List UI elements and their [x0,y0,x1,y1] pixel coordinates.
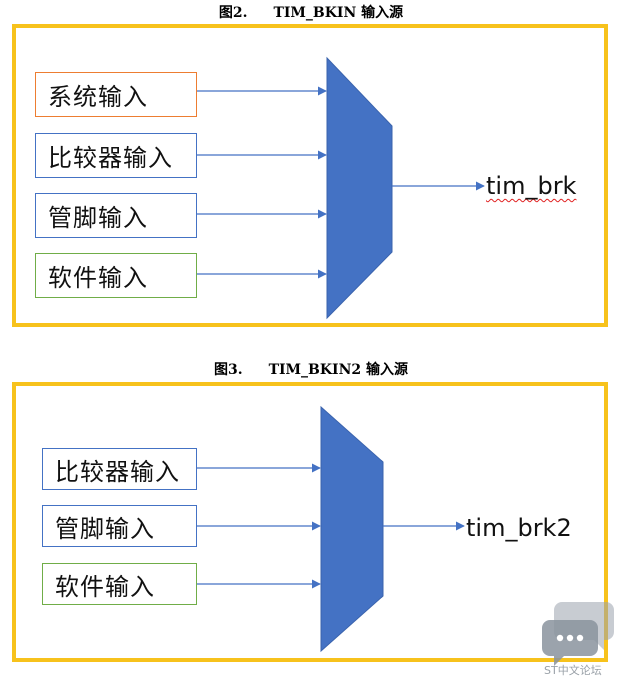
figure3-frame [12,382,608,662]
figure3-caption: 图3. TIM_BKIN2 输入源 [0,360,622,380]
figure2-output-label: tim_brk [486,172,576,200]
figure2-mux [326,56,393,320]
figure3-output-label: tim_brk2 [466,514,572,542]
figure2-input-label: 系统输入 [48,83,148,111]
figure2-input-comparator: 比较器输入 [35,133,197,178]
figure2-input-label: 软件输入 [48,264,148,292]
figure2-caption: 图2. TIM_BKIN 输入源 [0,3,622,23]
figure2-input-label: 管脚输入 [48,204,148,232]
watermark-text: ST中文论坛 [544,664,602,677]
figure3-input-label: 比较器输入 [55,457,180,486]
figure3-input-pin: 管脚输入 [42,505,197,547]
figure3-input-label: 软件输入 [55,572,155,601]
figure3-output-text: tim_brk2 [466,514,572,542]
figure3-input-software: 软件输入 [42,563,197,605]
figure3-number: 图3. [213,362,243,378]
figure2-input-label: 比较器输入 [48,144,173,172]
figure2-frame [12,24,608,327]
figure2-output-text: tim_brk [486,172,577,200]
figure2-title: TIM_BKIN 输入源 [273,5,404,21]
figure2-input-software: 软件输入 [35,253,197,298]
figure2-input-pin: 管脚输入 [35,193,197,238]
figure2-input-system: 系统输入 [35,72,197,117]
figure2-number: 图2. [218,5,248,21]
figure3-input-label: 管脚输入 [55,514,155,543]
chat-bubbles-icon [542,602,614,666]
figure3-input-comparator: 比较器输入 [42,448,197,490]
figure3-title: TIM_BKIN2 输入源 [268,362,409,378]
figure3-mux [320,405,384,653]
